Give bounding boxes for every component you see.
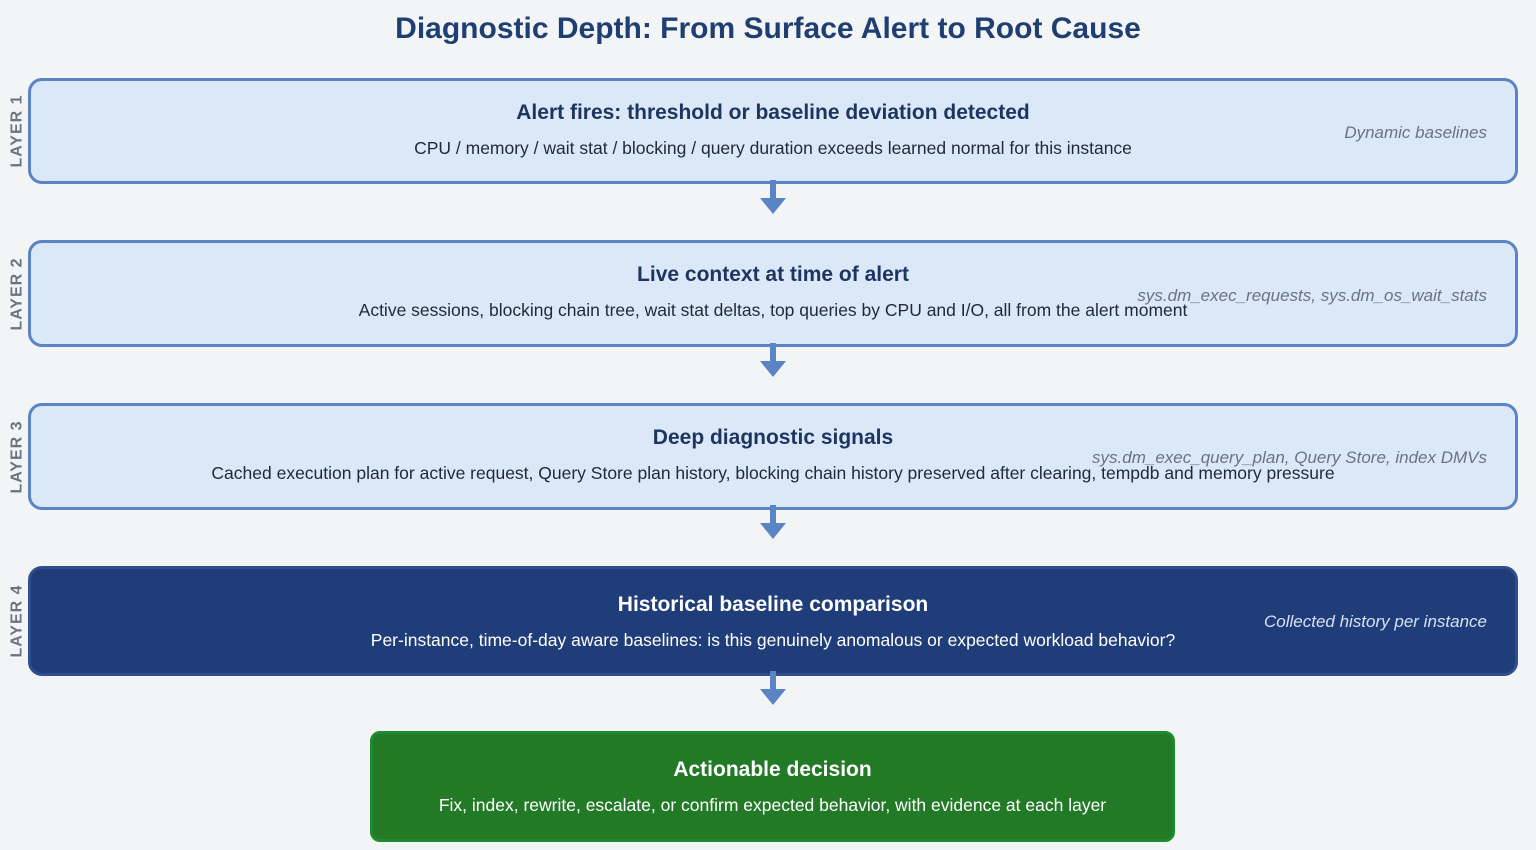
layer-3-description: Cached execution plan for active request… [211,463,1335,483]
layer-1-box: Alert fires: threshold or baseline devia… [28,78,1518,184]
down-arrow-icon [760,671,786,705]
layer-2-note: sys.dm_exec_requests, sys.dm_os_wait_sta… [1137,286,1487,305]
outcome-title: Actionable decision [673,758,872,781]
outcome-box: Actionable decision Fix, index, rewrite,… [370,731,1175,842]
layer-1-note: Dynamic baselines [1344,123,1487,142]
layer-4-note: Collected history per instance [1263,612,1487,631]
layer-2-box: Live context at time of alert sys.dm_exe… [28,240,1518,347]
down-arrow-icon [760,343,786,377]
layer-4-box: Historical baseline comparison Per-insta… [28,566,1518,676]
diagram-title: Diagnostic Depth: From Surface Alert to … [395,12,1141,45]
layer-2-description: Active sessions, blocking chain tree, wa… [358,300,1188,320]
layer-3-note: sys.dm_exec_query_plan, Query Store, ind… [1092,448,1487,467]
layer-4-title: Historical baseline comparison [617,593,929,616]
down-arrow-icon [760,505,786,539]
layer-1-description: CPU / memory / wait stat / blocking / qu… [414,138,1132,158]
layer-1-title: Alert fires: threshold or baseline devia… [516,101,1030,124]
layer-4-description: Per-instance, time-of-day aware baseline… [370,630,1176,650]
down-arrow-icon [760,180,786,214]
layer-2-title: Live context at time of alert [637,263,909,286]
layer-3-box: Deep diagnostic signals sys.dm_exec_quer… [28,403,1518,510]
outcome-description: Fix, index, rewrite, escalate, or confir… [438,795,1107,815]
layer-3-title: Deep diagnostic signals [652,426,894,449]
